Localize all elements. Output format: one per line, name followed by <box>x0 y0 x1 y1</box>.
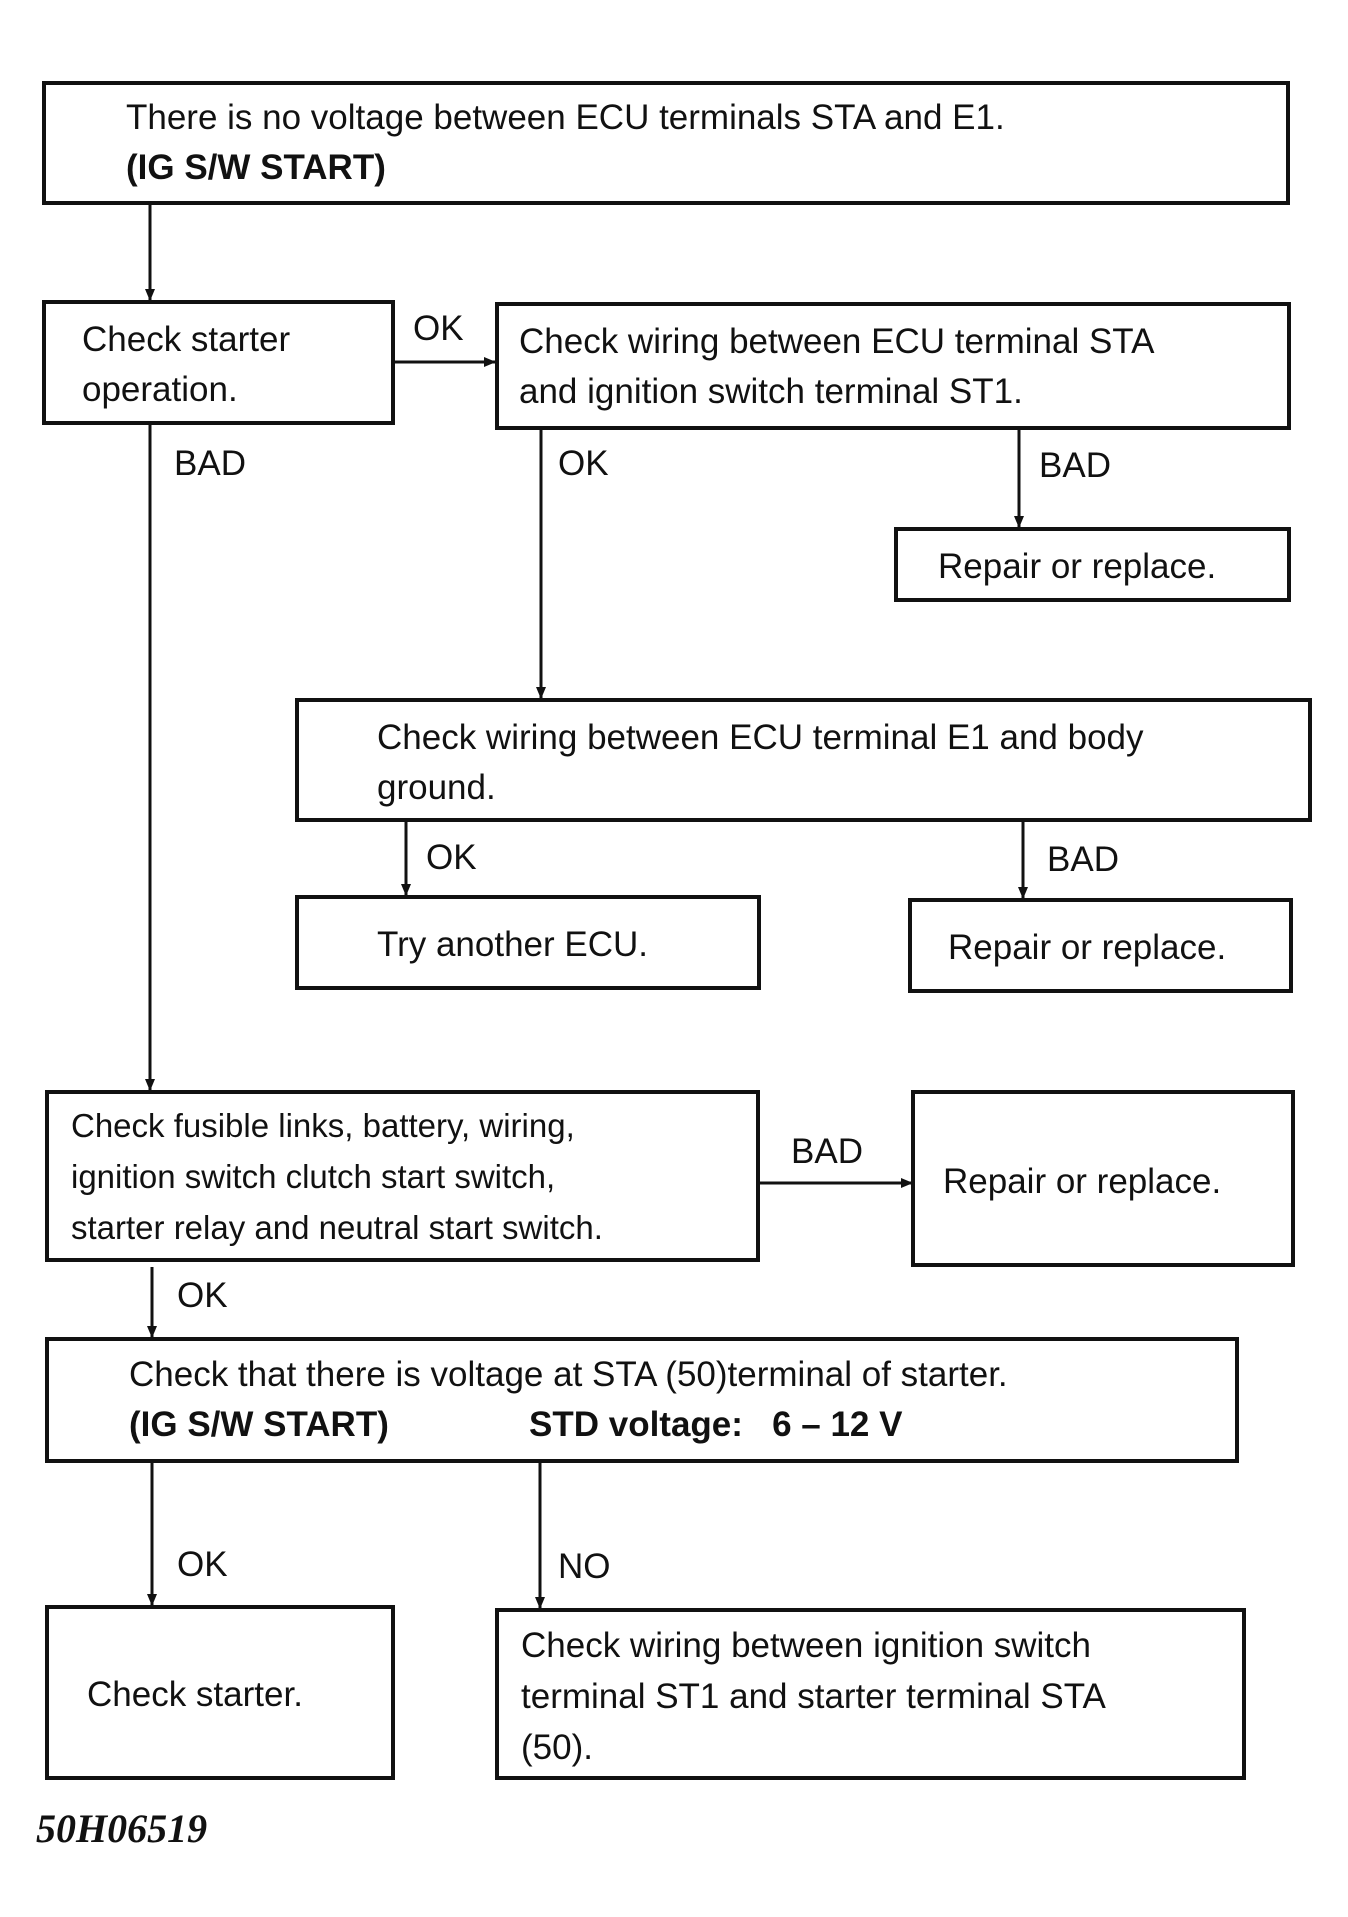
box-voltage-sta-line2a: (IG S/W START) <box>129 1405 389 1444</box>
box-wiring-e1-ground-line2: ground. <box>377 768 496 807</box>
label-bad-1: BAD <box>174 444 246 483</box>
box-starter-operation: Check starter operation. <box>42 300 395 425</box>
box-wiring-sta-st1: Check wiring between ECU terminal STA an… <box>495 302 1291 430</box>
label-bad-4: BAD <box>791 1132 863 1171</box>
box-voltage-sta: Check that there is voltage at STA (50)t… <box>45 1337 1239 1463</box>
box-voltage-sta-line2b: STD voltage: 6 – 12 V <box>529 1405 903 1444</box>
label-ok-1: OK <box>413 309 464 348</box>
box-starter-operation-line1: Check starter <box>82 320 291 359</box>
box-try-ecu: Try another ECU. <box>295 895 761 990</box>
figure-code: 50H06519 <box>36 1806 208 1851</box>
box-wiring-sta-st1-line2: and ignition switch terminal ST1. <box>519 372 1023 411</box>
box-repair-3-line1: Repair or replace. <box>943 1162 1222 1201</box>
box-wiring-st1-sta: Check wiring between ignition switch ter… <box>495 1608 1246 1780</box>
box-wiring-st1-sta-line2: terminal ST1 and starter terminal STA <box>521 1677 1106 1716</box>
label-ok-5: OK <box>177 1545 228 1584</box>
box-no-voltage-line1: There is no voltage between ECU terminal… <box>126 98 1005 137</box>
box-repair-2: Repair or replace. <box>908 898 1293 993</box>
label-ok-2: OK <box>558 444 609 483</box>
box-repair-2-line1: Repair or replace. <box>948 928 1227 967</box>
box-no-voltage-line2: (IG S/W START) <box>126 148 386 187</box>
label-bad-2: BAD <box>1039 446 1111 485</box>
box-repair-1-line1: Repair or replace. <box>938 547 1217 586</box>
box-try-ecu-line1: Try another ECU. <box>377 925 649 964</box>
box-check-starter-line1: Check starter. <box>87 1675 303 1714</box>
box-fusible-links-line3: starter relay and neutral start switch. <box>71 1209 603 1246</box>
box-starter-operation-line2: operation. <box>82 370 238 409</box>
box-wiring-st1-sta-line3: (50). <box>521 1728 593 1767</box>
label-bad-3: BAD <box>1047 840 1119 879</box>
box-repair-3: Repair or replace. <box>911 1090 1295 1267</box>
box-voltage-sta-line1: Check that there is voltage at STA (50)t… <box>129 1355 1008 1394</box>
box-fusible-links: Check fusible links, battery, wiring, ig… <box>45 1090 760 1262</box>
box-no-voltage: There is no voltage between ECU terminal… <box>42 81 1290 205</box>
label-no-1: NO <box>558 1547 611 1586</box>
box-repair-1: Repair or replace. <box>894 527 1291 602</box>
label-ok-4: OK <box>177 1276 228 1315</box>
label-ok-3: OK <box>426 838 477 877</box>
box-wiring-st1-sta-line1: Check wiring between ignition switch <box>521 1626 1091 1665</box>
box-fusible-links-line2: ignition switch clutch start switch, <box>71 1158 556 1195</box>
box-wiring-e1-ground-line1: Check wiring between ECU terminal E1 and… <box>377 718 1144 757</box>
box-fusible-links-line1: Check fusible links, battery, wiring, <box>71 1107 575 1144</box>
box-check-starter: Check starter. <box>45 1605 395 1780</box>
box-wiring-sta-st1-line1: Check wiring between ECU terminal STA <box>519 322 1155 361</box>
box-wiring-e1-ground: Check wiring between ECU terminal E1 and… <box>295 698 1312 822</box>
